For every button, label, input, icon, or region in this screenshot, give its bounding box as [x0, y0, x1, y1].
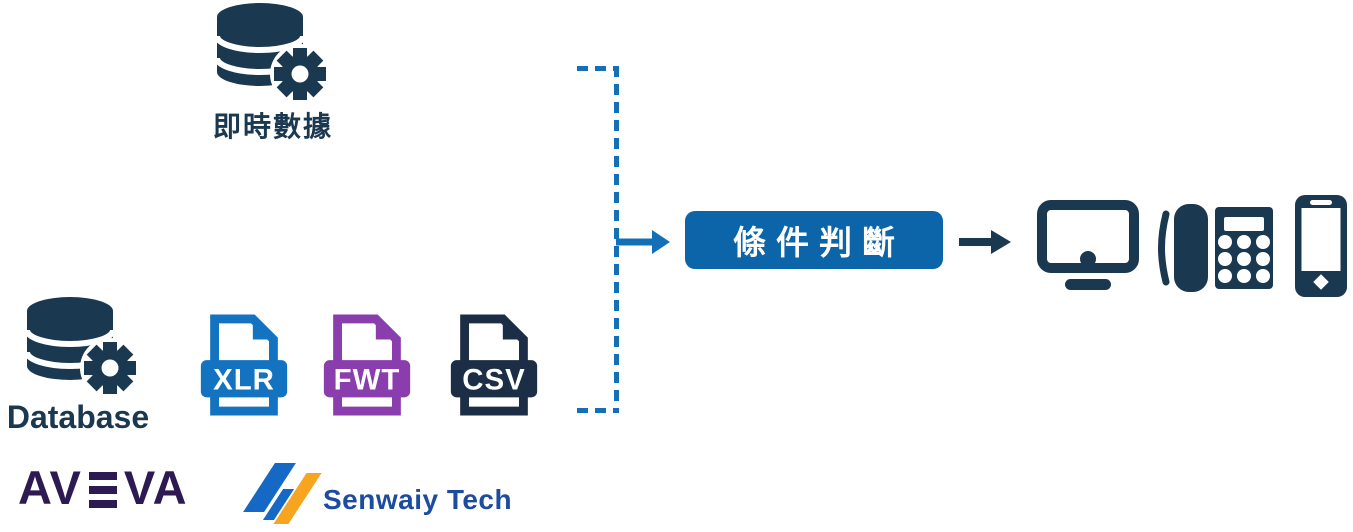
aveva-logo-text-right: VA: [123, 461, 188, 514]
merge-bracket-top: [577, 66, 615, 71]
flow-arrow-icon: [959, 230, 1011, 254]
merge-bracket-bottom: [577, 408, 615, 413]
file-label: XLR: [213, 364, 275, 397]
flow-arrow-icon: [616, 230, 670, 254]
file-fwt-icon: FWT: [323, 314, 411, 416]
database-gear-icon: [214, 3, 330, 104]
senwaiy-mark-icon: [243, 462, 322, 524]
senwaiy-tech-logo: Senwaiy Tech: [243, 462, 512, 524]
gear-icon: [84, 342, 136, 394]
gear-icon: [274, 48, 326, 100]
condition-judgment-label: 條件判斷: [733, 224, 905, 261]
database-gear-icon: [24, 297, 140, 398]
file-label: FWT: [334, 364, 401, 397]
file-xlr-icon: XLR: [200, 314, 288, 416]
realtime-data-label: 即時數據: [212, 111, 333, 142]
file-label: CSV: [462, 364, 525, 397]
aveva-stylized-e-icon: [88, 472, 117, 508]
aveva-logo: AV VA: [18, 461, 188, 515]
database-label: Database: [6, 399, 150, 435]
smartphone-icon: [1295, 195, 1347, 297]
condition-judgment-box: 條件判斷: [685, 211, 943, 269]
aveva-logo-text-left: AV: [18, 461, 82, 514]
file-csv-icon: CSV: [450, 314, 538, 416]
senwaiy-logo-text: Senwaiy Tech: [323, 484, 513, 515]
desk-phone-icon: [1158, 204, 1273, 292]
desktop-monitor-icon: [1037, 200, 1139, 290]
